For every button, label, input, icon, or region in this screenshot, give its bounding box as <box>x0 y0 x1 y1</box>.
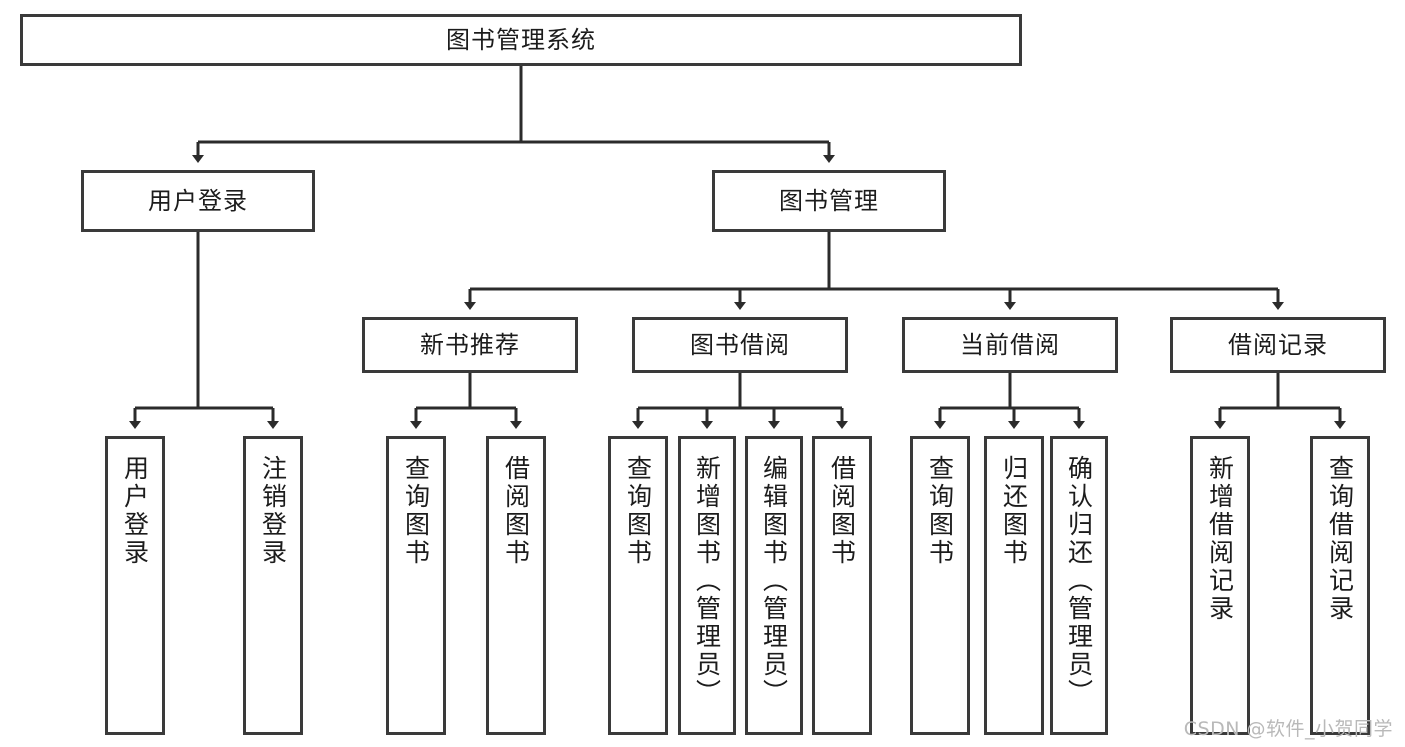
node-user-login[interactable]: 用户登录 <box>81 170 315 232</box>
leaf-label: 编辑图书（管理员） <box>759 455 789 707</box>
leaf-label: 用户登录 <box>120 455 150 567</box>
leaf-label: 查询借阅记录 <box>1325 455 1355 623</box>
node-leaf-confirm-return[interactable]: 确认归还（管理员） <box>1050 436 1108 735</box>
node-current-borrow[interactable]: 当前借阅 <box>902 317 1118 373</box>
leaf-label: 查询图书 <box>623 455 653 567</box>
node-new-book-rec[interactable]: 新书推荐 <box>362 317 578 373</box>
watermark: CSDN @软件_小贺同学 <box>1183 718 1393 740</box>
leaf-label: 归还图书 <box>999 455 1029 567</box>
node-leaf-add-book[interactable]: 新增图书（管理员） <box>678 436 736 735</box>
node-book-manage[interactable]: 图书管理 <box>712 170 946 232</box>
node-leaf-return-book[interactable]: 归还图书 <box>984 436 1044 735</box>
leaf-label: 新增借阅记录 <box>1205 455 1235 623</box>
node-leaf-query-book-bb[interactable]: 查询图书 <box>608 436 668 735</box>
leaf-label: 注销登录 <box>258 455 288 567</box>
node-borrow-record[interactable]: 借阅记录 <box>1170 317 1386 373</box>
node-leaf-query-book-cb[interactable]: 查询图书 <box>910 436 970 735</box>
node-leaf-user-logout[interactable]: 注销登录 <box>243 436 303 735</box>
node-leaf-query-book-rec[interactable]: 查询图书 <box>386 436 446 735</box>
leaf-label: 查询图书 <box>401 455 431 567</box>
node-leaf-query-record[interactable]: 查询借阅记录 <box>1310 436 1370 735</box>
node-leaf-borrow-book-bb[interactable]: 借阅图书 <box>812 436 872 735</box>
node-leaf-user-login[interactable]: 用户登录 <box>105 436 165 735</box>
leaf-label: 借阅图书 <box>827 455 857 567</box>
leaf-label: 查询图书 <box>925 455 955 567</box>
node-book-borrow[interactable]: 图书借阅 <box>632 317 848 373</box>
node-leaf-borrow-book-rec[interactable]: 借阅图书 <box>486 436 546 735</box>
node-leaf-add-record[interactable]: 新增借阅记录 <box>1190 436 1250 735</box>
node-root[interactable]: 图书管理系统 <box>20 14 1022 66</box>
leaf-label: 新增图书（管理员） <box>692 455 722 707</box>
leaf-label: 确认归还（管理员） <box>1064 455 1094 707</box>
leaf-label: 借阅图书 <box>501 455 531 567</box>
node-leaf-edit-book[interactable]: 编辑图书（管理员） <box>745 436 803 735</box>
